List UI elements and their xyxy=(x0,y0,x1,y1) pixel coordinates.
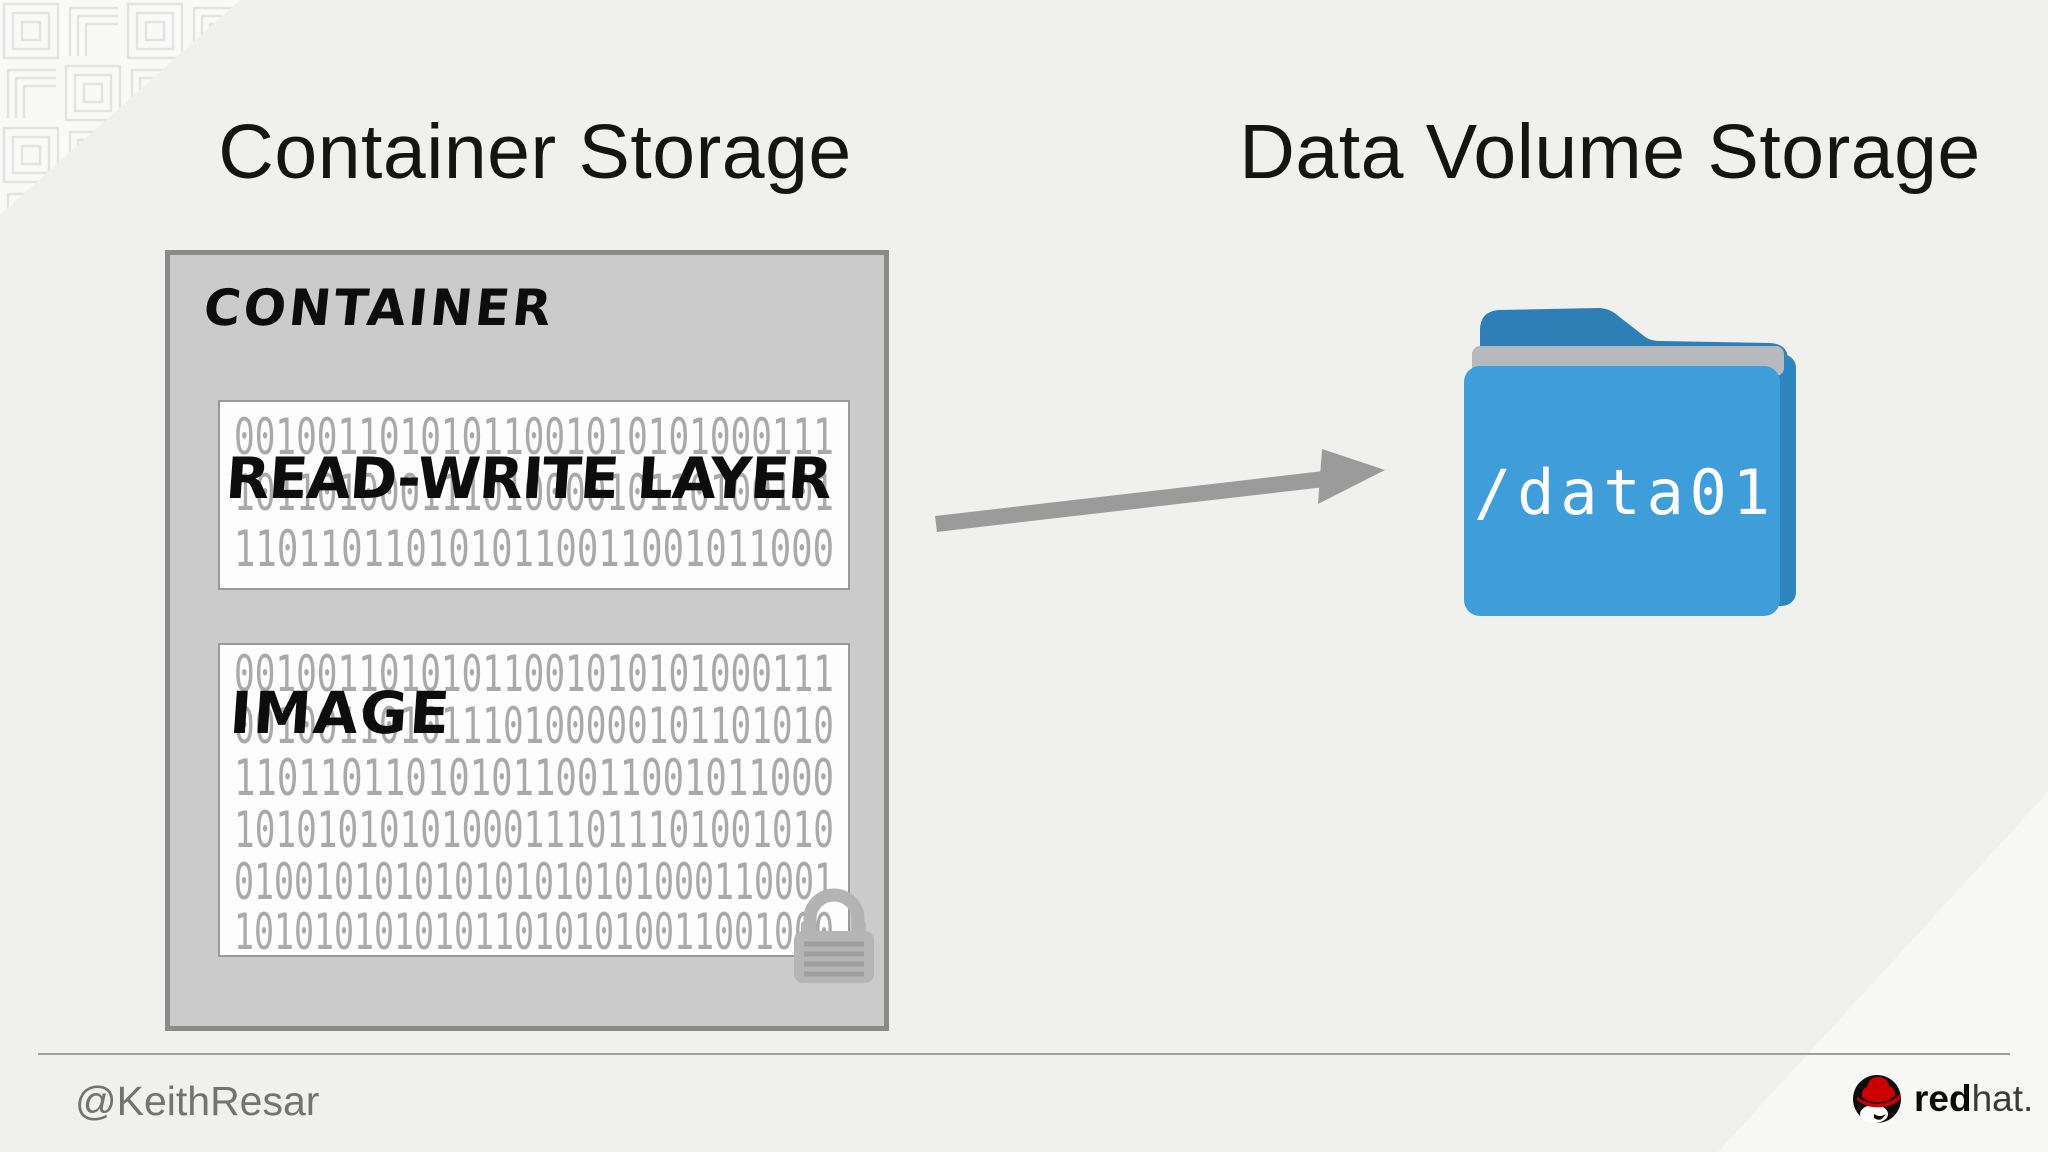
redhat-logo: redhat. xyxy=(1850,1070,2033,1128)
binary-row: 10101010101000111011101001010 xyxy=(234,801,834,859)
binary-row: 10110100011101000010110100101 xyxy=(234,464,834,522)
rw-binary-rows: 00100110101011001010101000111 1011010001… xyxy=(234,408,834,578)
redhat-wordmark-red: red xyxy=(1914,1078,1972,1119)
binary-row: 00100110101011001010101000111 xyxy=(234,645,834,703)
twitter-handle: @KeithResar xyxy=(75,1078,320,1124)
read-write-layer-box: 00100110101011001010101000111 1011010001… xyxy=(218,400,850,590)
lock-icon xyxy=(794,888,874,983)
binary-row: 00100110101110100000101101010 xyxy=(234,697,834,755)
redhat-wordmark-hat: hat. xyxy=(1971,1078,2034,1119)
binary-row: 1101101101010110011001011000 xyxy=(234,749,834,807)
left-column-title: Container Storage xyxy=(218,109,852,195)
container-diagram-box: CONTAINER 00100110101011001010101000111 … xyxy=(165,250,889,1031)
redhat-wordmark: redhat. xyxy=(1914,1078,2033,1120)
image-layer-box: 00100110101011001010101000111 0010011010… xyxy=(218,643,850,961)
image-layer-label: IMAGE xyxy=(227,679,454,747)
flow-arrow-icon xyxy=(935,449,1385,532)
footer-divider xyxy=(38,1053,2010,1055)
folder-path-label: /data01 xyxy=(1474,456,1770,529)
folder-icon: /data01 xyxy=(1464,308,1796,616)
image-binary-rows: 00100110101011001010101000111 0010011010… xyxy=(234,645,834,961)
corner-pattern-decoration xyxy=(0,0,240,215)
read-write-layer-label: READ-WRITE LAYER xyxy=(223,446,834,512)
right-column-title: Data Volume Storage xyxy=(1239,109,1981,195)
binary-row: 1101101101010110011001011000 xyxy=(234,520,834,578)
container-label: CONTAINER xyxy=(200,279,558,337)
binary-row: 010010101010101010101000110001 xyxy=(234,853,834,911)
binary-row: 101010101010110101010011001000 xyxy=(234,903,834,955)
redhat-shadowman-icon xyxy=(1853,1075,1901,1123)
binary-row: 00100110101011001010101000111 xyxy=(234,408,834,466)
